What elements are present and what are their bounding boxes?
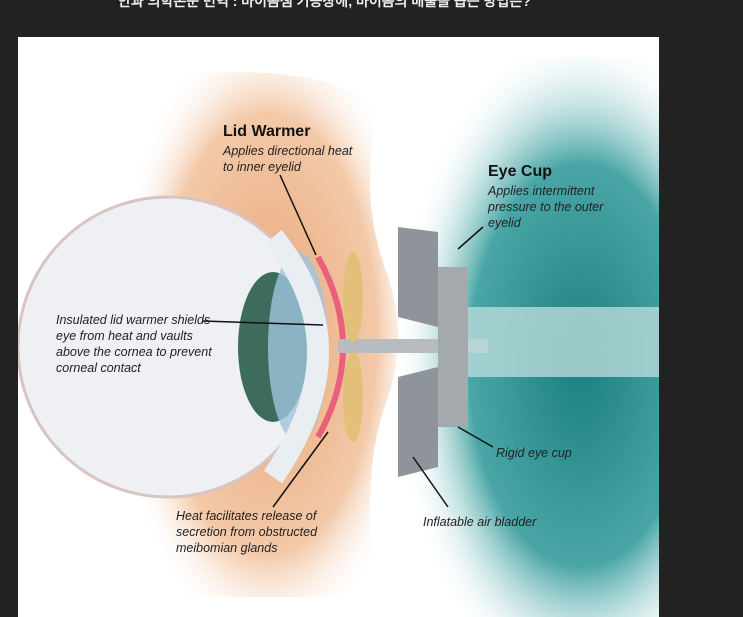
eye-cup-desc: Applies intermittent pressure to the out… — [488, 184, 604, 230]
post-title: 안과 의학논문 번역 : 마이봄샘 기능장애, 마이봄의 배출을 돕는 방법은? — [118, 0, 531, 9]
heat-desc: Heat facilitates release of secretion fr… — [176, 509, 318, 555]
lid-warmer-desc: Applies directional heat to inner eyelid — [223, 144, 353, 174]
lipiflow-diagram: Lid Warmer Applies directional heat to i… — [18, 37, 659, 617]
lid-warmer-title: Lid Warmer — [223, 123, 311, 140]
device-handle — [468, 307, 659, 377]
rigid-cup-label: Rigid eye cup — [496, 446, 572, 460]
eye-cup-body — [438, 267, 468, 427]
illustration — [18, 57, 659, 617]
eye-cup-upper — [398, 227, 438, 327]
meibomian-gland-upper — [343, 252, 363, 342]
eye-cup-lower — [398, 367, 438, 477]
air-bladder-label: Inflatable air bladder — [423, 515, 537, 529]
insulated-desc: Insulated lid warmer shields eye from he… — [56, 313, 212, 375]
lid-warmer-shell — [263, 230, 329, 484]
pointer-lines — [202, 174, 494, 508]
eye-cup-title: Eye Cup — [488, 163, 553, 180]
meibomian-gland-lower — [343, 352, 363, 442]
